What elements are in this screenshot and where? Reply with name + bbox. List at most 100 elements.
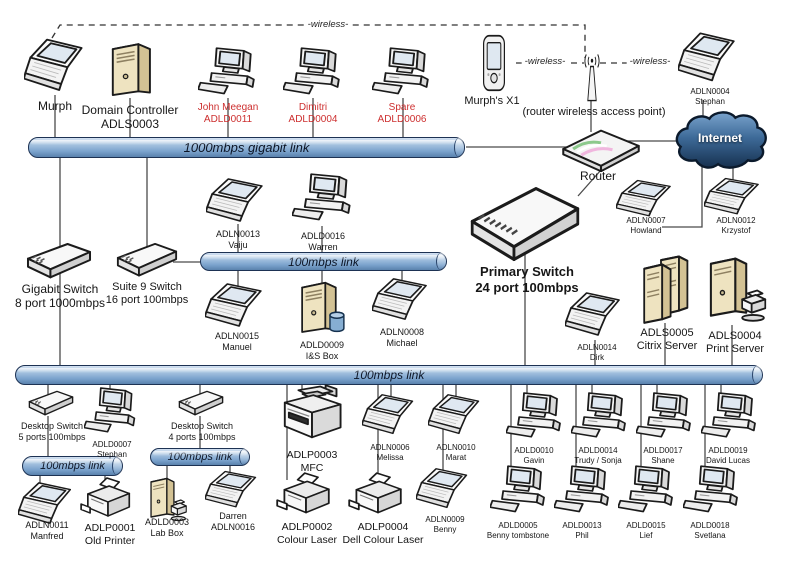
node-label-murphs-x1: Murph's X1 — [447, 95, 537, 108]
node-label-line: ADLD0009 — [299, 340, 345, 350]
node-label-line: Phil — [575, 530, 589, 540]
desktop-computer-icon — [490, 464, 550, 518]
desktop-computer-icon — [198, 46, 260, 100]
node-label-line: Desktop Switch — [170, 421, 234, 431]
mfc-printer-icon — [278, 384, 346, 446]
dual-server-tower-icon — [637, 253, 697, 325]
node-label-line: Internet — [697, 131, 742, 145]
link-bar-label: 100mbps link — [167, 451, 233, 463]
network-switch-icon — [26, 242, 92, 282]
node-label-line: Gigabit Switch — [21, 282, 99, 296]
node-label-line: ADLN0011 — [25, 520, 69, 530]
node-label-line: 5 ports 100mbps — [18, 431, 86, 442]
laptop-icon — [416, 466, 472, 512]
database-server-icon — [294, 278, 352, 338]
node-label-line: Dimitri — [298, 102, 328, 113]
wireless-label: -wireless- — [304, 19, 352, 30]
node-label-line: ADLD0006 — [377, 114, 427, 125]
node-label-line: 24 port 100mbps — [475, 279, 579, 295]
printer-icon — [276, 471, 336, 523]
link-bar: 100mbps link — [200, 252, 447, 271]
desktop-computer-icon — [372, 46, 434, 100]
node-label-line: ADLD0005 — [498, 521, 538, 530]
node-label-line: Shane — [651, 455, 675, 465]
network-switch-icon — [116, 242, 178, 280]
link-bar-label: 100mbps link — [288, 254, 359, 269]
node-label-line: I&S Box — [305, 350, 339, 361]
node-label-murph: Murph — [15, 99, 95, 113]
node-label-line: ADLN0010 — [436, 443, 476, 452]
node-label-line: Lab Box — [150, 527, 184, 538]
node-label-line: Spare — [388, 102, 416, 113]
node-label-line: Stephan — [695, 96, 725, 106]
node-label-line: Melissa — [376, 452, 404, 462]
node-label-line: ADLP0003 — [286, 449, 338, 461]
server-with-printer-icon — [700, 252, 768, 326]
desktop-computer-icon — [84, 386, 140, 438]
node-label-line: Primary Switch — [480, 264, 574, 279]
node-label-line: Murph's X1 — [464, 95, 520, 107]
node-label-line: Old Printer — [84, 534, 136, 547]
laptop-icon — [362, 392, 418, 438]
node-label-line: ADLD0019 — [708, 446, 748, 455]
node-label-line: ADLN0006 — [370, 443, 410, 452]
node-label-line: ADLN0007 — [626, 216, 666, 225]
laptop-icon — [428, 392, 484, 438]
node-label-line: ADLN0013 — [215, 229, 261, 239]
node-label-line: Michael — [386, 337, 418, 348]
node-label-line: ADLS0005 — [640, 327, 694, 339]
pda-icon — [474, 34, 514, 92]
node-label-line: Benny — [433, 524, 457, 534]
network-switch-icon — [470, 186, 580, 262]
desktop-computer-icon — [506, 391, 566, 443]
node-label-internet: Internet — [672, 131, 768, 145]
node-label-line: ADLP0002 — [281, 521, 333, 533]
desktop-computer-icon — [701, 391, 761, 443]
server-with-printer-icon — [144, 474, 188, 524]
node-label-line: Krzystof — [721, 225, 751, 235]
node-label-line: ADLS0004 — [708, 330, 762, 342]
laptop-icon — [18, 480, 76, 528]
desktop-computer-icon — [292, 172, 356, 226]
desktop-computer-icon — [636, 391, 696, 443]
node-label-line: Warren — [308, 241, 338, 252]
desktop-computer-icon — [554, 464, 614, 518]
node-label-line: Darren — [219, 511, 247, 521]
node-label-router: Router — [558, 169, 638, 183]
node-label-line: ADLD0011 — [203, 114, 253, 125]
node-label-line: ADLD0004 — [288, 114, 338, 125]
node-label-line: Benny tombstone — [486, 530, 550, 540]
laptop-icon — [678, 30, 740, 86]
node-label-line: Manfred — [30, 530, 64, 541]
node-label-line: Print Server — [705, 343, 765, 356]
node-label-line: Vaiju — [228, 239, 248, 250]
router-icon — [560, 126, 642, 172]
node-label-line: 8 port 1000mbps — [14, 296, 106, 311]
node-label-line: ADLD0018 — [690, 521, 730, 530]
laptop-icon — [616, 178, 676, 220]
node-label-line: ADLN0015 — [214, 331, 260, 341]
link-bar: 1000mbps gigabit link — [28, 137, 465, 158]
wireless-label: -wireless- — [626, 56, 674, 67]
node-label-line: ADLN0004 — [690, 87, 730, 96]
